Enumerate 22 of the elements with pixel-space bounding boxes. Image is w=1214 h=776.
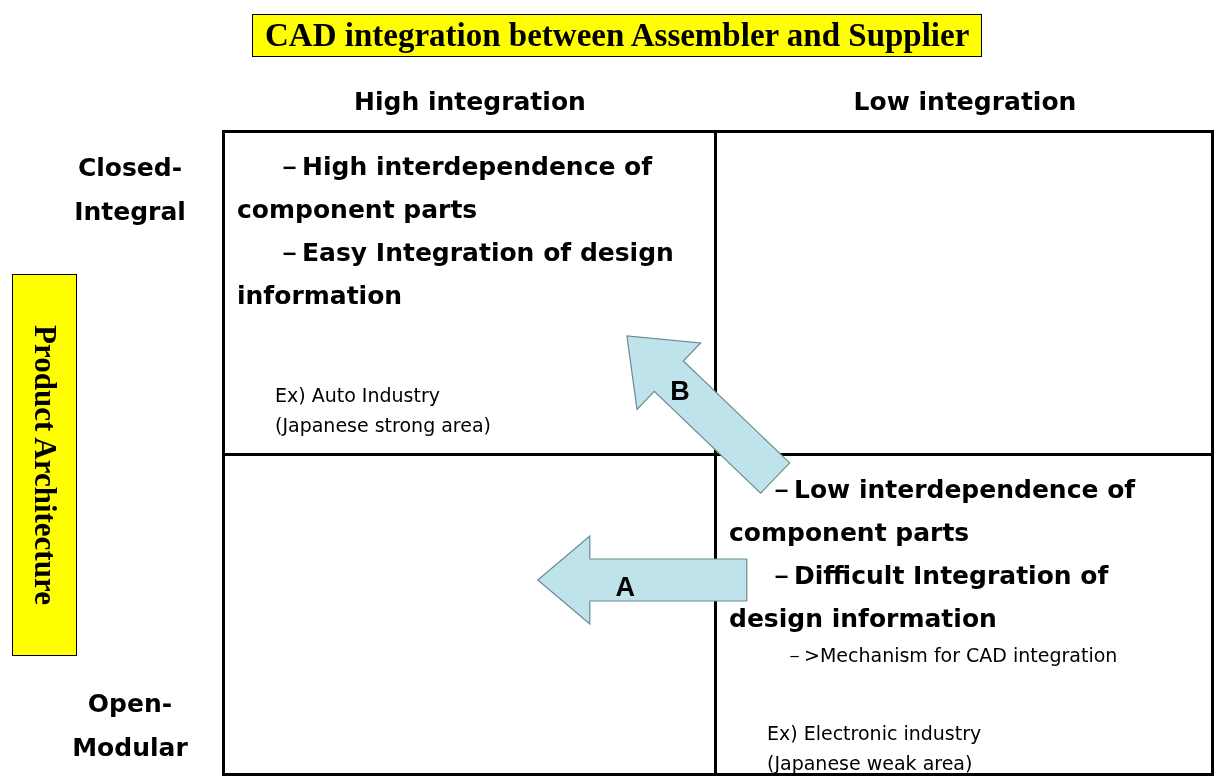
block-arrow bbox=[536, 534, 748, 626]
bullet-text: －High interdependence of component parts bbox=[237, 151, 654, 226]
quadrant-cell bbox=[717, 130, 1214, 456]
quadrant-cell bbox=[222, 456, 717, 776]
edge-label: B bbox=[670, 376, 690, 407]
bullet-text: －Difficult Integration of design information bbox=[729, 560, 1110, 635]
example-text: Ex) Auto Industry (Japanese strong area) bbox=[275, 383, 492, 438]
axis-label-box bbox=[12, 274, 77, 656]
row-heading: Open- Modular bbox=[71, 688, 189, 764]
block-arrow bbox=[626, 335, 791, 495]
edge-label: A bbox=[615, 572, 636, 602]
bullet-text: －Easy Integration of design information bbox=[237, 237, 675, 312]
axis-label: Product Architecture bbox=[26, 325, 63, 605]
quadrant-cell bbox=[222, 130, 717, 456]
quadrant-cell bbox=[717, 456, 1214, 776]
row-heading: Closed- Integral bbox=[73, 152, 187, 228]
column-heading: High integration bbox=[353, 86, 587, 118]
column-heading: Low integration bbox=[852, 86, 1078, 118]
note-text: －>Mechanism for CAD integration bbox=[785, 643, 1119, 668]
title-banner: CAD integration between Assembler and Supplier bbox=[252, 14, 983, 57]
example-text: Ex) Electronic industry (Japanese weak area) bbox=[767, 721, 983, 776]
bullet-text: －Low interdependence of component parts bbox=[729, 474, 1137, 549]
